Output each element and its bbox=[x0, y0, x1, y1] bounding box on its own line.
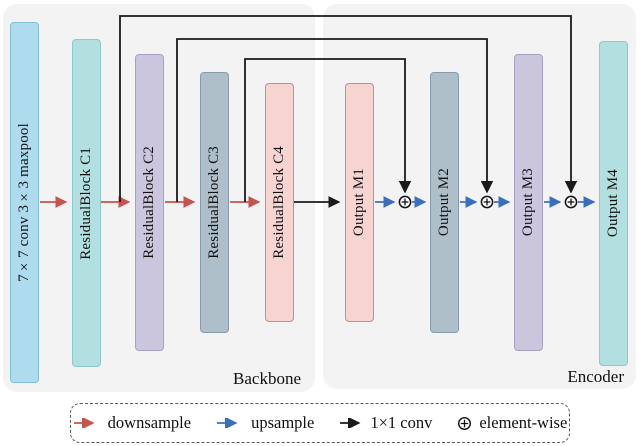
element-wise-plus-icon bbox=[458, 416, 472, 430]
legend-item-downsample: downsample bbox=[73, 413, 191, 433]
block-residual-c4: ResidualBlock C4 bbox=[265, 83, 294, 322]
block-output-m4: Output M4 bbox=[599, 41, 628, 366]
downsample-arrow-icon bbox=[73, 418, 95, 428]
block-label: Output M4 bbox=[605, 169, 621, 238]
block-output-m2: Output M2 bbox=[430, 72, 459, 333]
block-label: ResidualBlock C2 bbox=[141, 146, 157, 259]
block-label: 7×7 conv 3×3 maxpool bbox=[16, 123, 32, 282]
block-residual-c1: ResidualBlock C1 bbox=[72, 39, 101, 367]
element-wise-add-icon bbox=[480, 195, 494, 209]
legend-item-element-wise: element-wise bbox=[457, 413, 567, 433]
legend-label: upsample bbox=[251, 413, 315, 432]
block-residual-c3: ResidualBlock C3 bbox=[200, 72, 229, 333]
legend-item-conv: 1×1 conv bbox=[339, 413, 432, 433]
block-output-m1: Output M1 bbox=[345, 83, 374, 322]
block-label: Output M3 bbox=[520, 168, 536, 237]
legend-label: element-wise bbox=[479, 413, 568, 432]
legend-item-upsample: upsample bbox=[216, 413, 314, 433]
block-stem-conv-maxpool: 7×7 conv 3×3 maxpool bbox=[10, 22, 39, 383]
block-label: ResidualBlock C1 bbox=[78, 146, 94, 260]
legend-label: 1×1 conv bbox=[370, 413, 433, 432]
block-label: Output M1 bbox=[351, 168, 367, 237]
block-label: Output M2 bbox=[436, 168, 452, 237]
block-label: ResidualBlock C3 bbox=[206, 146, 222, 259]
upsample-arrow-icon bbox=[217, 418, 238, 428]
legend-label: downsample bbox=[107, 413, 192, 432]
element-wise-add-icon bbox=[398, 195, 412, 209]
skip-connections bbox=[119, 15, 578, 202]
legend: downsample upsample 1×1 conv element-wis… bbox=[70, 403, 570, 443]
block-label: ResidualBlock C4 bbox=[271, 146, 287, 259]
conv1x1-arrow-icon bbox=[340, 418, 361, 428]
block-residual-c2: ResidualBlock C2 bbox=[135, 54, 164, 351]
block-output-m3: Output M3 bbox=[514, 54, 543, 351]
element-wise-add-icon bbox=[564, 195, 578, 209]
